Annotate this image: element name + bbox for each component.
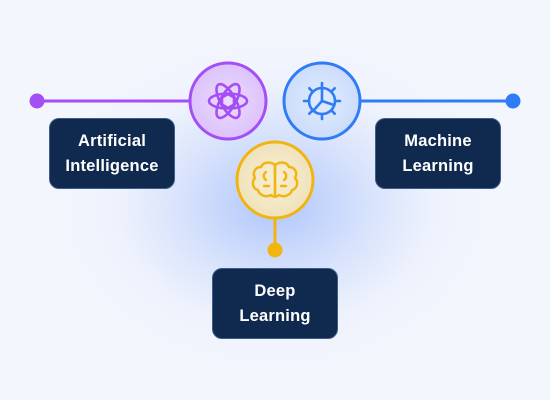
openai-knot-icon: [207, 82, 249, 120]
ml-node: [282, 61, 362, 141]
ai-node-circle: [188, 61, 268, 141]
artificial-intelligence-label: Artificial Intelligence: [49, 118, 175, 189]
gear-chart-icon: [302, 81, 342, 121]
ml-connector-dot: [505, 93, 521, 109]
brain-icon: [251, 161, 299, 198]
machine-learning-label: Machine Learning: [375, 118, 501, 189]
dl-connector-dot: [267, 242, 283, 258]
ai-connector-dot: [29, 93, 45, 109]
ai-node: [188, 61, 268, 141]
deep-learning-label: Deep Learning: [212, 268, 338, 339]
dl-node: [235, 140, 315, 220]
